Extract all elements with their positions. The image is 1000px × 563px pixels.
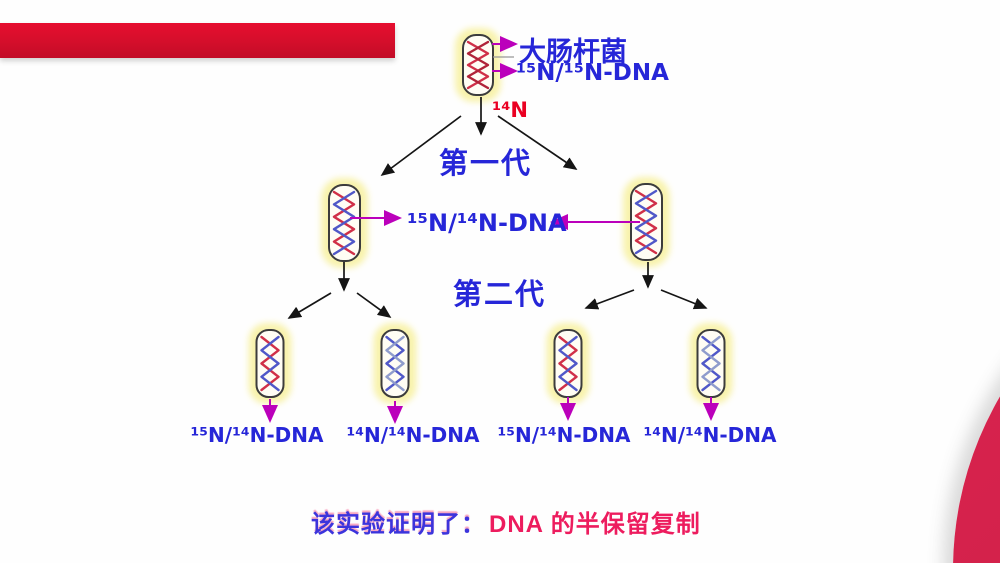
conclusion-highlight: DNA 的半保留复制	[489, 511, 701, 538]
bacterium-gen1-left	[321, 178, 368, 268]
conclusion-prefix: 该实验证明了：	[311, 511, 486, 538]
n14-medium-label: ¹⁴N	[492, 98, 528, 122]
parent-dna-label: ¹⁵N/¹⁵N-DNA	[516, 60, 669, 86]
bacterium-parent	[455, 28, 501, 102]
generation-arrows	[287, 97, 708, 319]
generation2-dna-label-2: ¹⁴N/¹⁴N-DNA	[346, 423, 480, 447]
bacterium-gen2-3	[546, 323, 590, 404]
generation1-title: 第一代	[439, 148, 533, 180]
top-red-banner	[0, 23, 395, 58]
ecoli-label: 大肠杆菌	[519, 37, 627, 67]
generation2-dna-label-1: ¹⁵N/¹⁴N-DNA	[190, 423, 324, 447]
bacterium-gen2-4	[689, 323, 733, 404]
generation2-dna-label-4: ¹⁴N/¹⁴N-DNA	[643, 423, 777, 447]
bacterium-gen2-2	[373, 323, 417, 404]
generation2-dna-label-3: ¹⁵N/¹⁴N-DNA	[497, 423, 631, 447]
generation1-dna-label: ¹⁵N/¹⁴N-DNA	[407, 209, 567, 237]
generation2-title: 第二代	[453, 279, 547, 311]
bacterium-gen2-1	[248, 323, 292, 404]
pointer-arrows	[262, 36, 719, 424]
